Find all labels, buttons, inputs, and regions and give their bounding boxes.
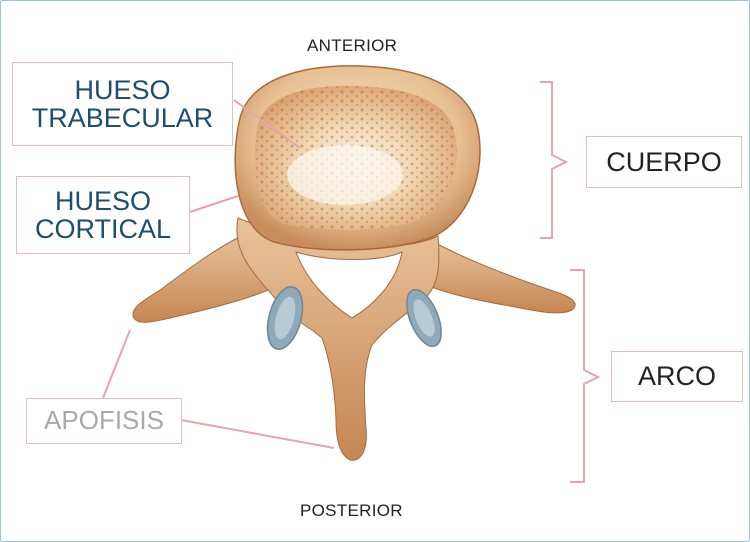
hueso-cortical-line-2: CORTICAL [35, 215, 171, 243]
bracket-cuerpo [540, 82, 566, 238]
hueso-trabecular-line-1: HUESO [32, 76, 214, 104]
posterior-label: POSTERIOR [300, 501, 403, 521]
hueso-trabecular-line-2: TRABECULAR [32, 104, 214, 132]
anterior-label: ANTERIOR [307, 36, 397, 56]
hueso-cortical-label: HUESO CORTICAL [16, 176, 190, 254]
leader-cortical [190, 196, 238, 212]
leader-apofisis-left [103, 330, 130, 398]
arco-label: ARCO [611, 351, 743, 402]
hueso-cortical-line-1: HUESO [35, 187, 171, 215]
apofisis-label: APOFISIS [26, 398, 182, 444]
cuerpo-label: CUERPO [586, 136, 742, 188]
leader-apofisis-bottom [181, 420, 334, 448]
hueso-trabecular-label: HUESO TRABECULAR [12, 62, 233, 146]
vertebral-body [235, 66, 480, 250]
